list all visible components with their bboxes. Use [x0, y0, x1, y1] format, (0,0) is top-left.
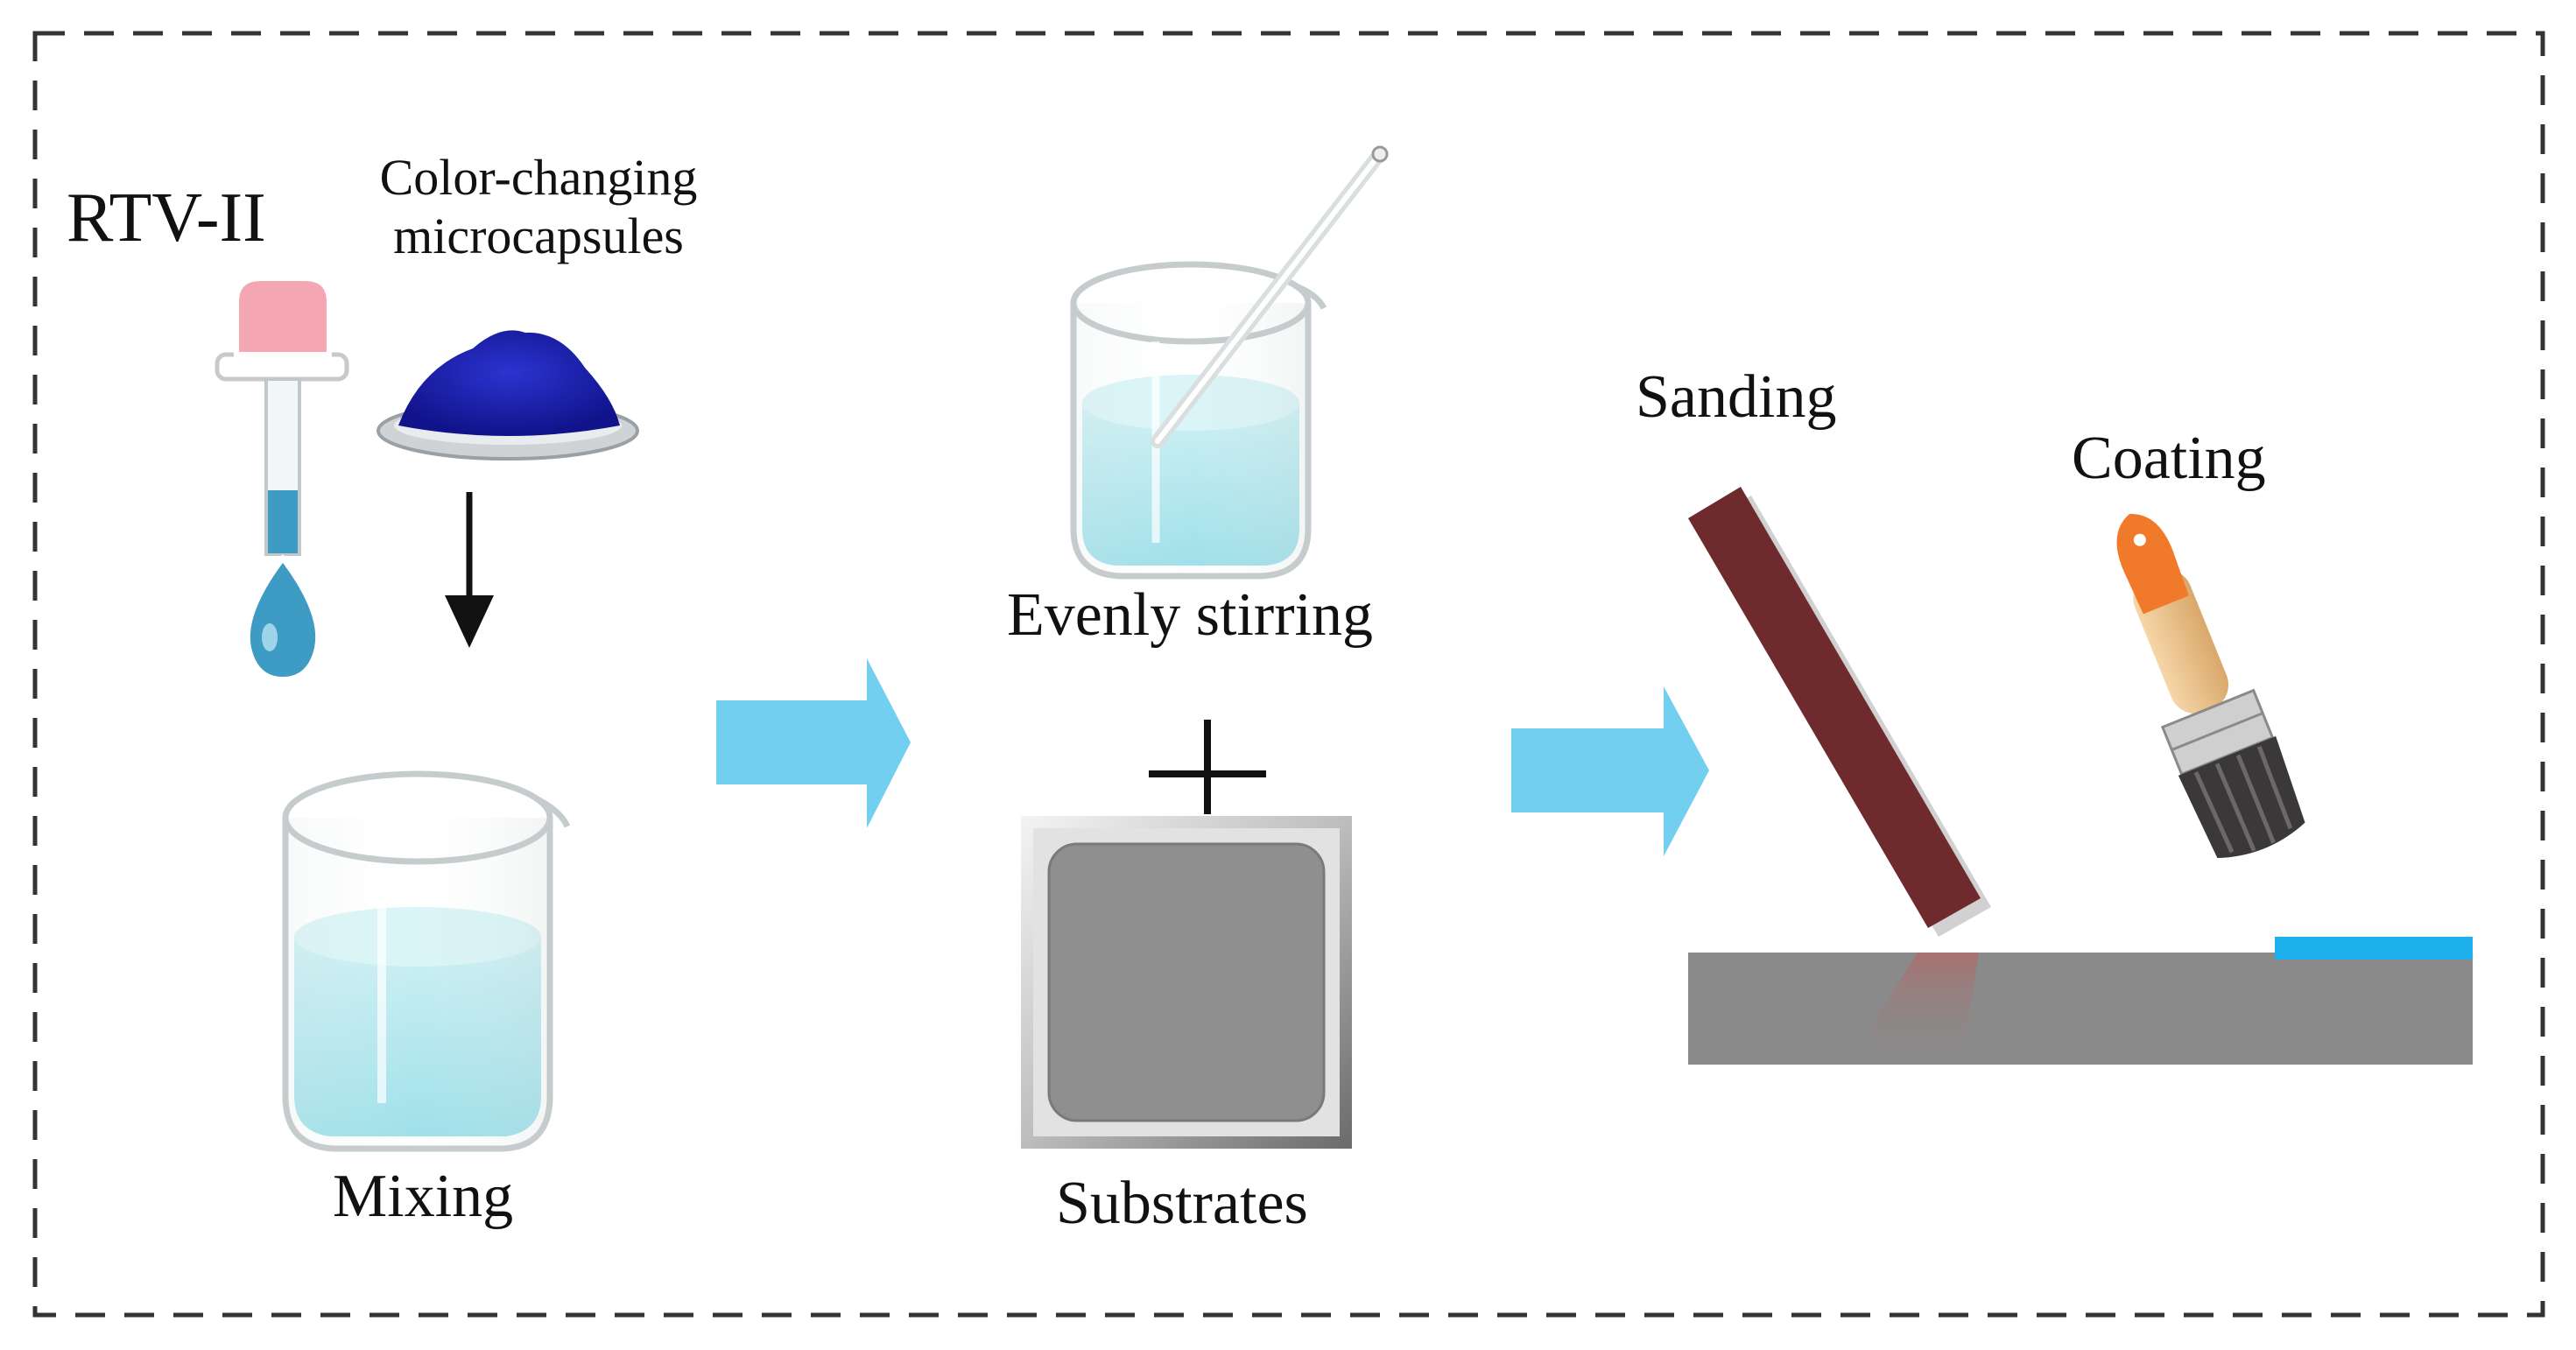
sandpaper-icon: [1688, 487, 1991, 937]
process-arrow-2: [1511, 686, 1709, 856]
stirring-beaker-icon: [1070, 145, 1389, 580]
coating-label: Coating: [2072, 425, 2266, 492]
stirring-label: Evenly stirring: [1007, 581, 1373, 649]
sanding-label: Sanding: [1636, 363, 1837, 431]
paint-brush-icon: [2116, 514, 2305, 859]
process-arrow-1: [716, 658, 911, 828]
microcapsule-powder-icon: [377, 330, 639, 461]
coating-layer: [2275, 937, 2473, 960]
mixing-label: Mixing: [333, 1163, 514, 1230]
dropper-icon: [215, 276, 349, 683]
plus-icon: [1149, 720, 1266, 814]
mixing-beaker-icon: [282, 770, 571, 1152]
substrate-bar: [1688, 937, 2473, 1065]
down-arrow-icon: [445, 492, 494, 648]
substrates-label: Substrates: [1056, 1170, 1308, 1237]
substrate-plate-icon: [1021, 816, 1352, 1149]
dashed-frame: [32, 31, 2545, 1318]
rtv-label: RTV-II: [67, 179, 266, 257]
microcapsules-label: Color-changing microcapsules: [379, 149, 698, 264]
